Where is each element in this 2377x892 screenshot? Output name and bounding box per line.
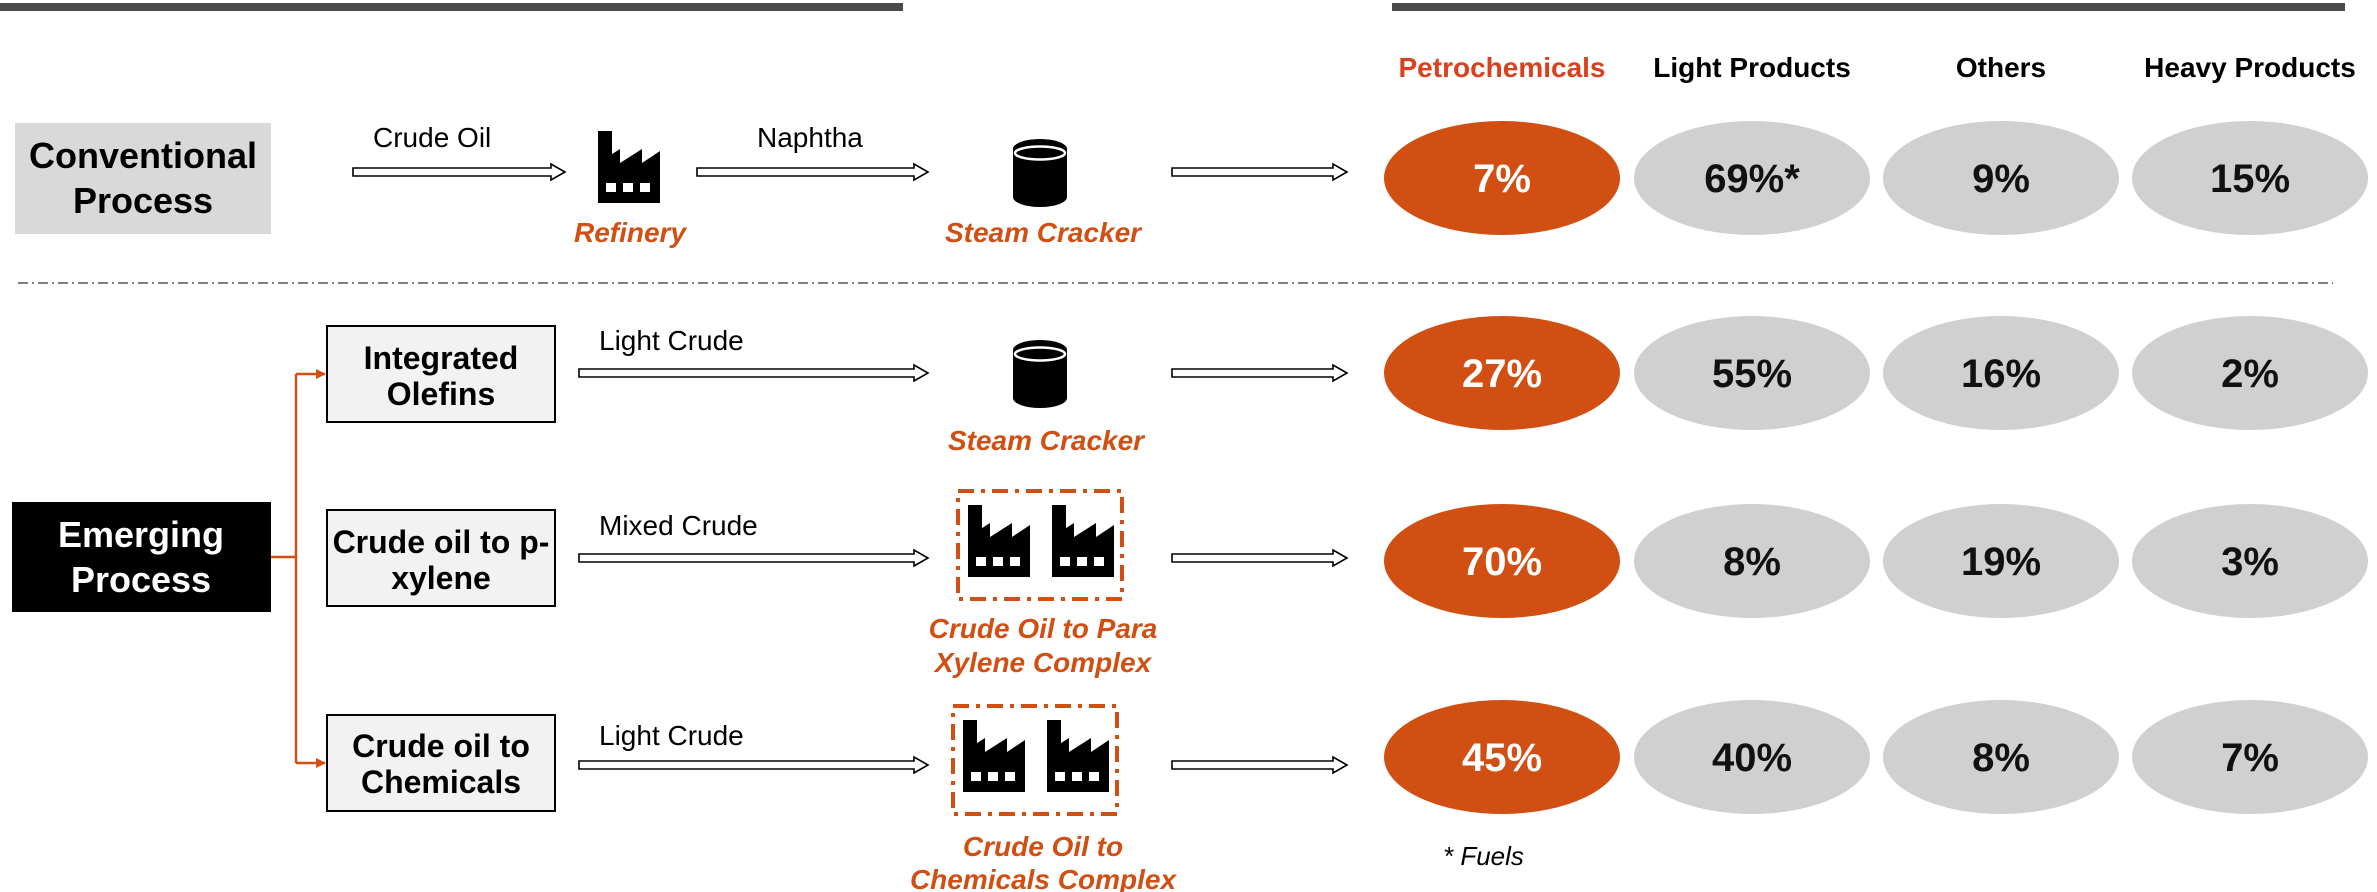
emerging-label-line2: Process [71,559,211,600]
value-pill [2132,700,2368,814]
value-label: 15% [2210,157,2290,201]
value-pill [2132,316,2368,430]
value-label: 8% [1972,736,2030,780]
value-label: 8% [1723,540,1781,584]
route-box-line1: Integrated [364,340,519,376]
value-pill [1883,316,2119,430]
value-pill [1634,121,1870,235]
flow-arrow [578,755,930,775]
petrochemicals-value-pill [1384,504,1620,618]
route-box-crude-to-chemicals: Crude oil to Chemicals [326,714,556,812]
edge-label-mixed-crude: Mixed Crude [599,510,758,541]
value-pill [1634,700,1870,814]
conventional-label-line1: Conventional [29,135,257,176]
twin-factory-icon [968,505,1114,577]
value-label: 7% [1473,157,1531,201]
plant-label-line1: Crude Oil to Para [929,613,1158,644]
petrochemicals-value-pill [1384,121,1620,235]
petrochemicals-value-pill [1384,316,1620,430]
emerging-process-box: Emerging Process [12,502,271,612]
flow-arrow [696,162,930,182]
value-pill [1634,316,1870,430]
plant-label-line2: Chemicals Complex [910,864,1178,892]
plant-label-steam-cracker: Steam Cracker [948,425,1146,456]
value-label: 9% [1972,157,2030,201]
branch-connector [271,369,326,768]
value-pill [1883,700,2119,814]
route-box-line2: Olefins [387,376,495,412]
complex-outline [951,704,1119,816]
top-bar-right [1392,3,2345,11]
value-label: 70% [1462,540,1542,584]
flow-arrow [1171,162,1349,182]
value-label: 16% [1961,352,2041,396]
value-label: 2% [2221,352,2279,396]
route-box-integrated-olefins: Integrated Olefins [326,325,556,423]
flow-arrow [352,162,567,182]
plant-label-line1: Crude Oil to [963,831,1123,862]
value-pill [1634,504,1870,618]
petrochemicals-value-pill [1384,700,1620,814]
edge-label-naphtha: Naphtha [757,122,863,153]
footnote: * Fuels [1443,841,1524,871]
route-box-line1: Crude oil to [352,728,530,764]
route-box-line2: Chemicals [361,764,521,800]
route-box-line1: Crude oil to p- [333,524,550,560]
flow-arrows [352,162,1349,775]
storage-tank-icon [1011,137,1069,209]
flow-arrow [1171,755,1349,775]
value-label: 40% [1712,736,1792,780]
value-label: 19% [1961,540,2041,584]
col-header-others: Others [1956,52,2046,83]
value-label: 45% [1462,736,1542,780]
value-label: 7% [2221,736,2279,780]
edge-label-light-crude: Light Crude [599,720,744,751]
conventional-label-line2: Process [73,180,213,221]
col-header-light-products: Light Products [1653,52,1851,83]
flow-arrow [578,548,930,568]
route-box-crude-to-p-xylene: Crude oil to p- xylene [326,509,556,607]
value-pill [2132,121,2368,235]
plant-label-refinery: Refinery [574,217,687,248]
top-bar-left [0,3,903,11]
value-label: 3% [2221,540,2279,584]
value-pill [2132,504,2368,618]
col-header-petrochemicals: Petrochemicals [1399,52,1606,83]
value-label: 69%* [1704,157,1800,201]
value-pill [1883,504,2119,618]
value-label: 55% [1712,352,1792,396]
flow-arrow [1171,548,1349,568]
conventional-process-box: Conventional Process [15,123,271,234]
value-pill [1883,121,2119,235]
value-label: 27% [1462,352,1542,396]
factory-icon [598,131,660,203]
storage-tank-icon [1011,338,1069,410]
column-headers: Petrochemicals Light Products Others Hea… [1399,52,2356,83]
complex-outline [956,489,1124,601]
edge-label-light-crude: Light Crude [599,325,744,356]
flow-arrow [1171,363,1349,383]
route-box-line2: xylene [391,560,491,596]
yield-values: 7% 69%* 9% 15% 27% 55% 16% 2% 70% 8% 19% 3% 45% 40% 8%… [1384,121,2368,814]
edge-label-crude-oil: Crude Oil [373,122,491,153]
twin-factory-icon [963,720,1109,792]
flow-arrow [578,363,930,383]
plant-label-steam-cracker: Steam Cracker [945,217,1143,248]
plant-label-line2: Xylene Complex [933,647,1153,678]
emerging-label-line1: Emerging [58,514,224,555]
col-header-heavy-products: Heavy Products [2144,52,2356,83]
